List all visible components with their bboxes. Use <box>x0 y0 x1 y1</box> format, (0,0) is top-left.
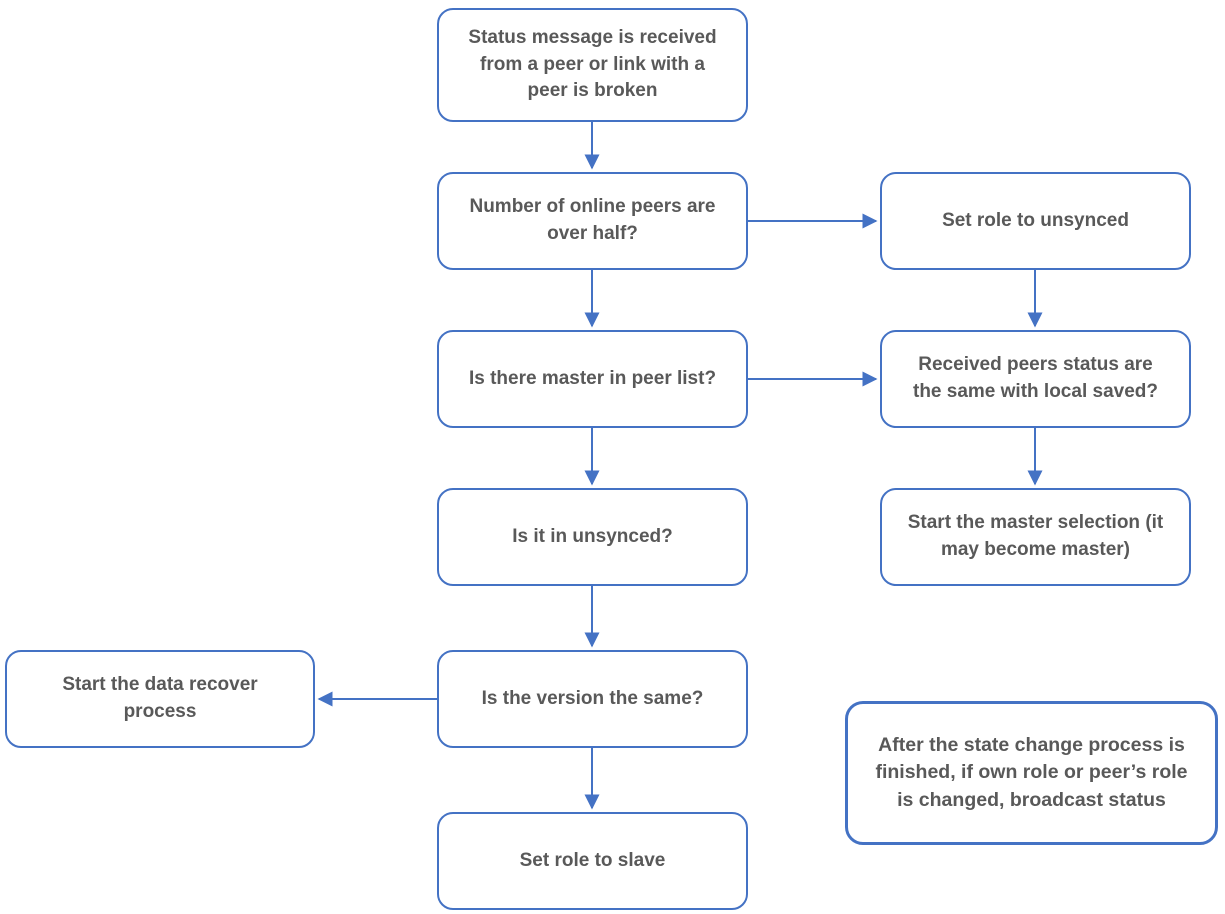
node-label: After the state change process is finish… <box>875 734 1188 811</box>
node-set-role-unsynced: Set role to unsynced <box>880 172 1191 270</box>
node-label: Set role to slave <box>519 849 666 871</box>
node-master-in-peer-list: Is there master in peer list? <box>437 330 748 428</box>
node-label: Set role to unsynced <box>942 209 1129 231</box>
node-start-master-selection: Start the master selection (it may becom… <box>880 488 1191 586</box>
node-received-status-same: Received peers status are the same with … <box>880 330 1191 428</box>
node-label: Start the data recover process <box>62 674 258 722</box>
node-label: Is there master in peer list? <box>468 367 717 389</box>
node-version-same: Is the version the same? <box>437 650 748 748</box>
node-status-received: Status message is received from a peer o… <box>437 8 748 122</box>
node-start-data-recover: Start the data recover process <box>5 650 315 748</box>
node-label: Is it in unsynced? <box>512 525 673 547</box>
node-label: Status message is received from a peer o… <box>468 27 717 102</box>
node-label: Is the version the same? <box>481 687 704 709</box>
node-label: Received peers status are the same with … <box>913 354 1158 402</box>
node-label: Number of online peers are over half? <box>469 196 716 244</box>
node-peers-over-half: Number of online peers are over half? <box>437 172 748 270</box>
node-set-role-slave: Set role to slave <box>437 812 748 910</box>
node-broadcast-note: After the state change process is finish… <box>845 701 1218 845</box>
node-is-it-unsynced: Is it in unsynced? <box>437 488 748 586</box>
node-label: Start the master selection (it may becom… <box>907 512 1164 560</box>
